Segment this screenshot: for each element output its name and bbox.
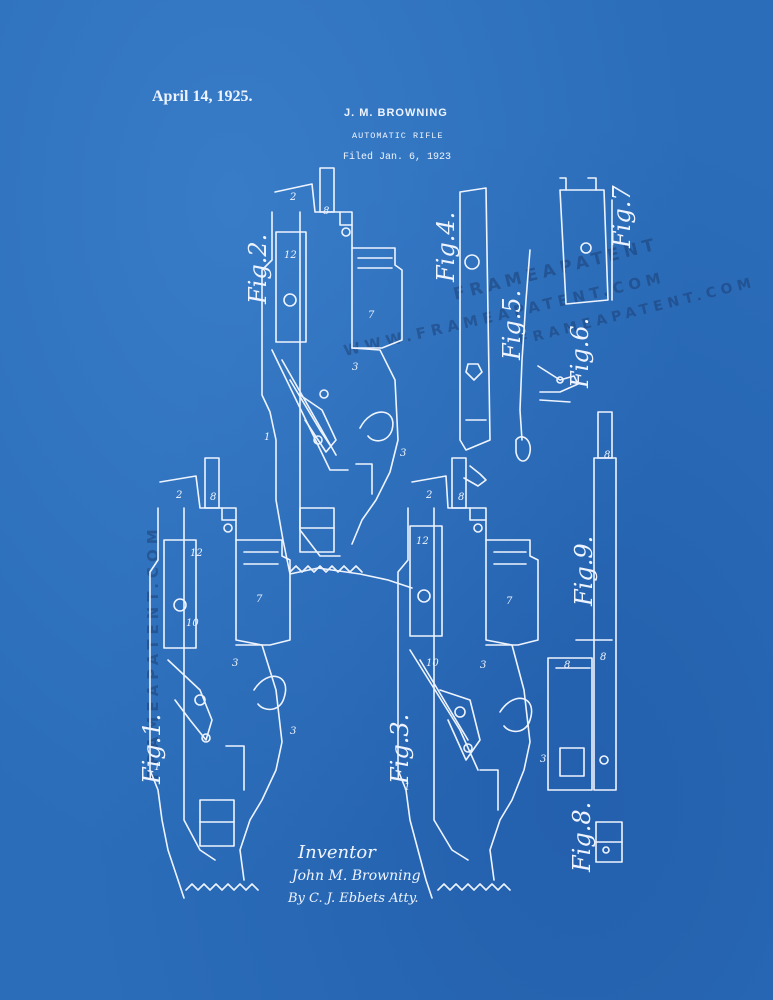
svg-text:2: 2 <box>425 490 432 501</box>
figure-labels: Fig.2. Fig.1. Fig.3. Fig.4. Fig.5. Fig.6… <box>138 185 636 873</box>
fig5-label: Fig.5. <box>498 290 526 361</box>
svg-text:8: 8 <box>564 660 570 671</box>
fig2-label: Fig.2. <box>244 234 272 305</box>
fig3-label: Fig.3. <box>386 714 414 785</box>
svg-text:3: 3 <box>540 754 546 765</box>
svg-text:2: 2 <box>175 490 182 501</box>
inventor-name: J. M. BROWNING <box>344 107 448 119</box>
svg-text:3: 3 <box>480 660 486 671</box>
svg-text:3: 3 <box>352 362 358 373</box>
svg-text:1: 1 <box>404 782 410 793</box>
svg-text:3: 3 <box>290 726 296 737</box>
filed-date: Filed Jan. 6, 1923 <box>343 152 452 163</box>
fig6-label: Fig.6. <box>566 318 594 389</box>
svg-text:8: 8 <box>458 492 464 503</box>
svg-text:8: 8 <box>210 492 216 503</box>
patent-date: April 14, 1925. <box>152 88 253 105</box>
fig8-drawing <box>595 821 623 863</box>
signature-block: Inventor John M. Browning By C. J. Ebbet… <box>287 842 421 906</box>
fig9-drawing <box>547 411 617 791</box>
svg-text:7: 7 <box>368 310 375 321</box>
svg-text:8: 8 <box>604 450 610 461</box>
svg-text:10: 10 <box>186 618 199 629</box>
fig1-drawing <box>149 457 291 899</box>
watermark: FRAMEAPATENT WWW.FRAMEAPATENT.COM FRAMEA… <box>144 234 758 780</box>
svg-text:1: 1 <box>154 762 160 773</box>
svg-text:12: 12 <box>416 536 429 547</box>
fig7-drawing <box>559 177 613 305</box>
fig2-drawing <box>261 167 413 589</box>
inventor-signature: John M. Browning <box>289 868 421 884</box>
fig7-label: Fig.7 <box>608 185 636 249</box>
patent-title: AUTOMATIC RIFLE <box>352 131 444 141</box>
inventor-heading: Inventor <box>297 842 377 863</box>
svg-text:8: 8 <box>323 206 329 217</box>
fig3-drawing <box>397 457 539 899</box>
fig4-label: Fig.4. <box>432 212 460 283</box>
svg-text:3: 3 <box>232 658 238 669</box>
fig1-label: Fig.1. <box>138 714 166 785</box>
svg-text:10: 10 <box>426 658 439 669</box>
attorney-signature: By C. J. Ebbets Atty. <box>287 891 418 906</box>
fig9-label: Fig.9. <box>570 536 598 607</box>
part-numbers: 2 8 12 7 3 1 3 2 8 12 7 3 10 3 1 2 8 12 … <box>154 192 610 793</box>
watermark-text-4: FRAMEAPATENT.COM <box>144 524 162 780</box>
svg-text:1: 1 <box>264 432 270 443</box>
svg-text:7: 7 <box>256 594 263 605</box>
fig5-drawing <box>515 249 532 462</box>
svg-text:7: 7 <box>506 596 513 607</box>
svg-text:12: 12 <box>190 548 203 559</box>
svg-text:8: 8 <box>600 652 606 663</box>
svg-text:12: 12 <box>284 250 297 261</box>
svg-text:3: 3 <box>400 448 406 459</box>
fig4-drawing <box>459 187 491 487</box>
fig8-label: Fig.8. <box>568 802 596 873</box>
fig6-drawing <box>537 365 579 403</box>
svg-text:2: 2 <box>289 192 296 203</box>
